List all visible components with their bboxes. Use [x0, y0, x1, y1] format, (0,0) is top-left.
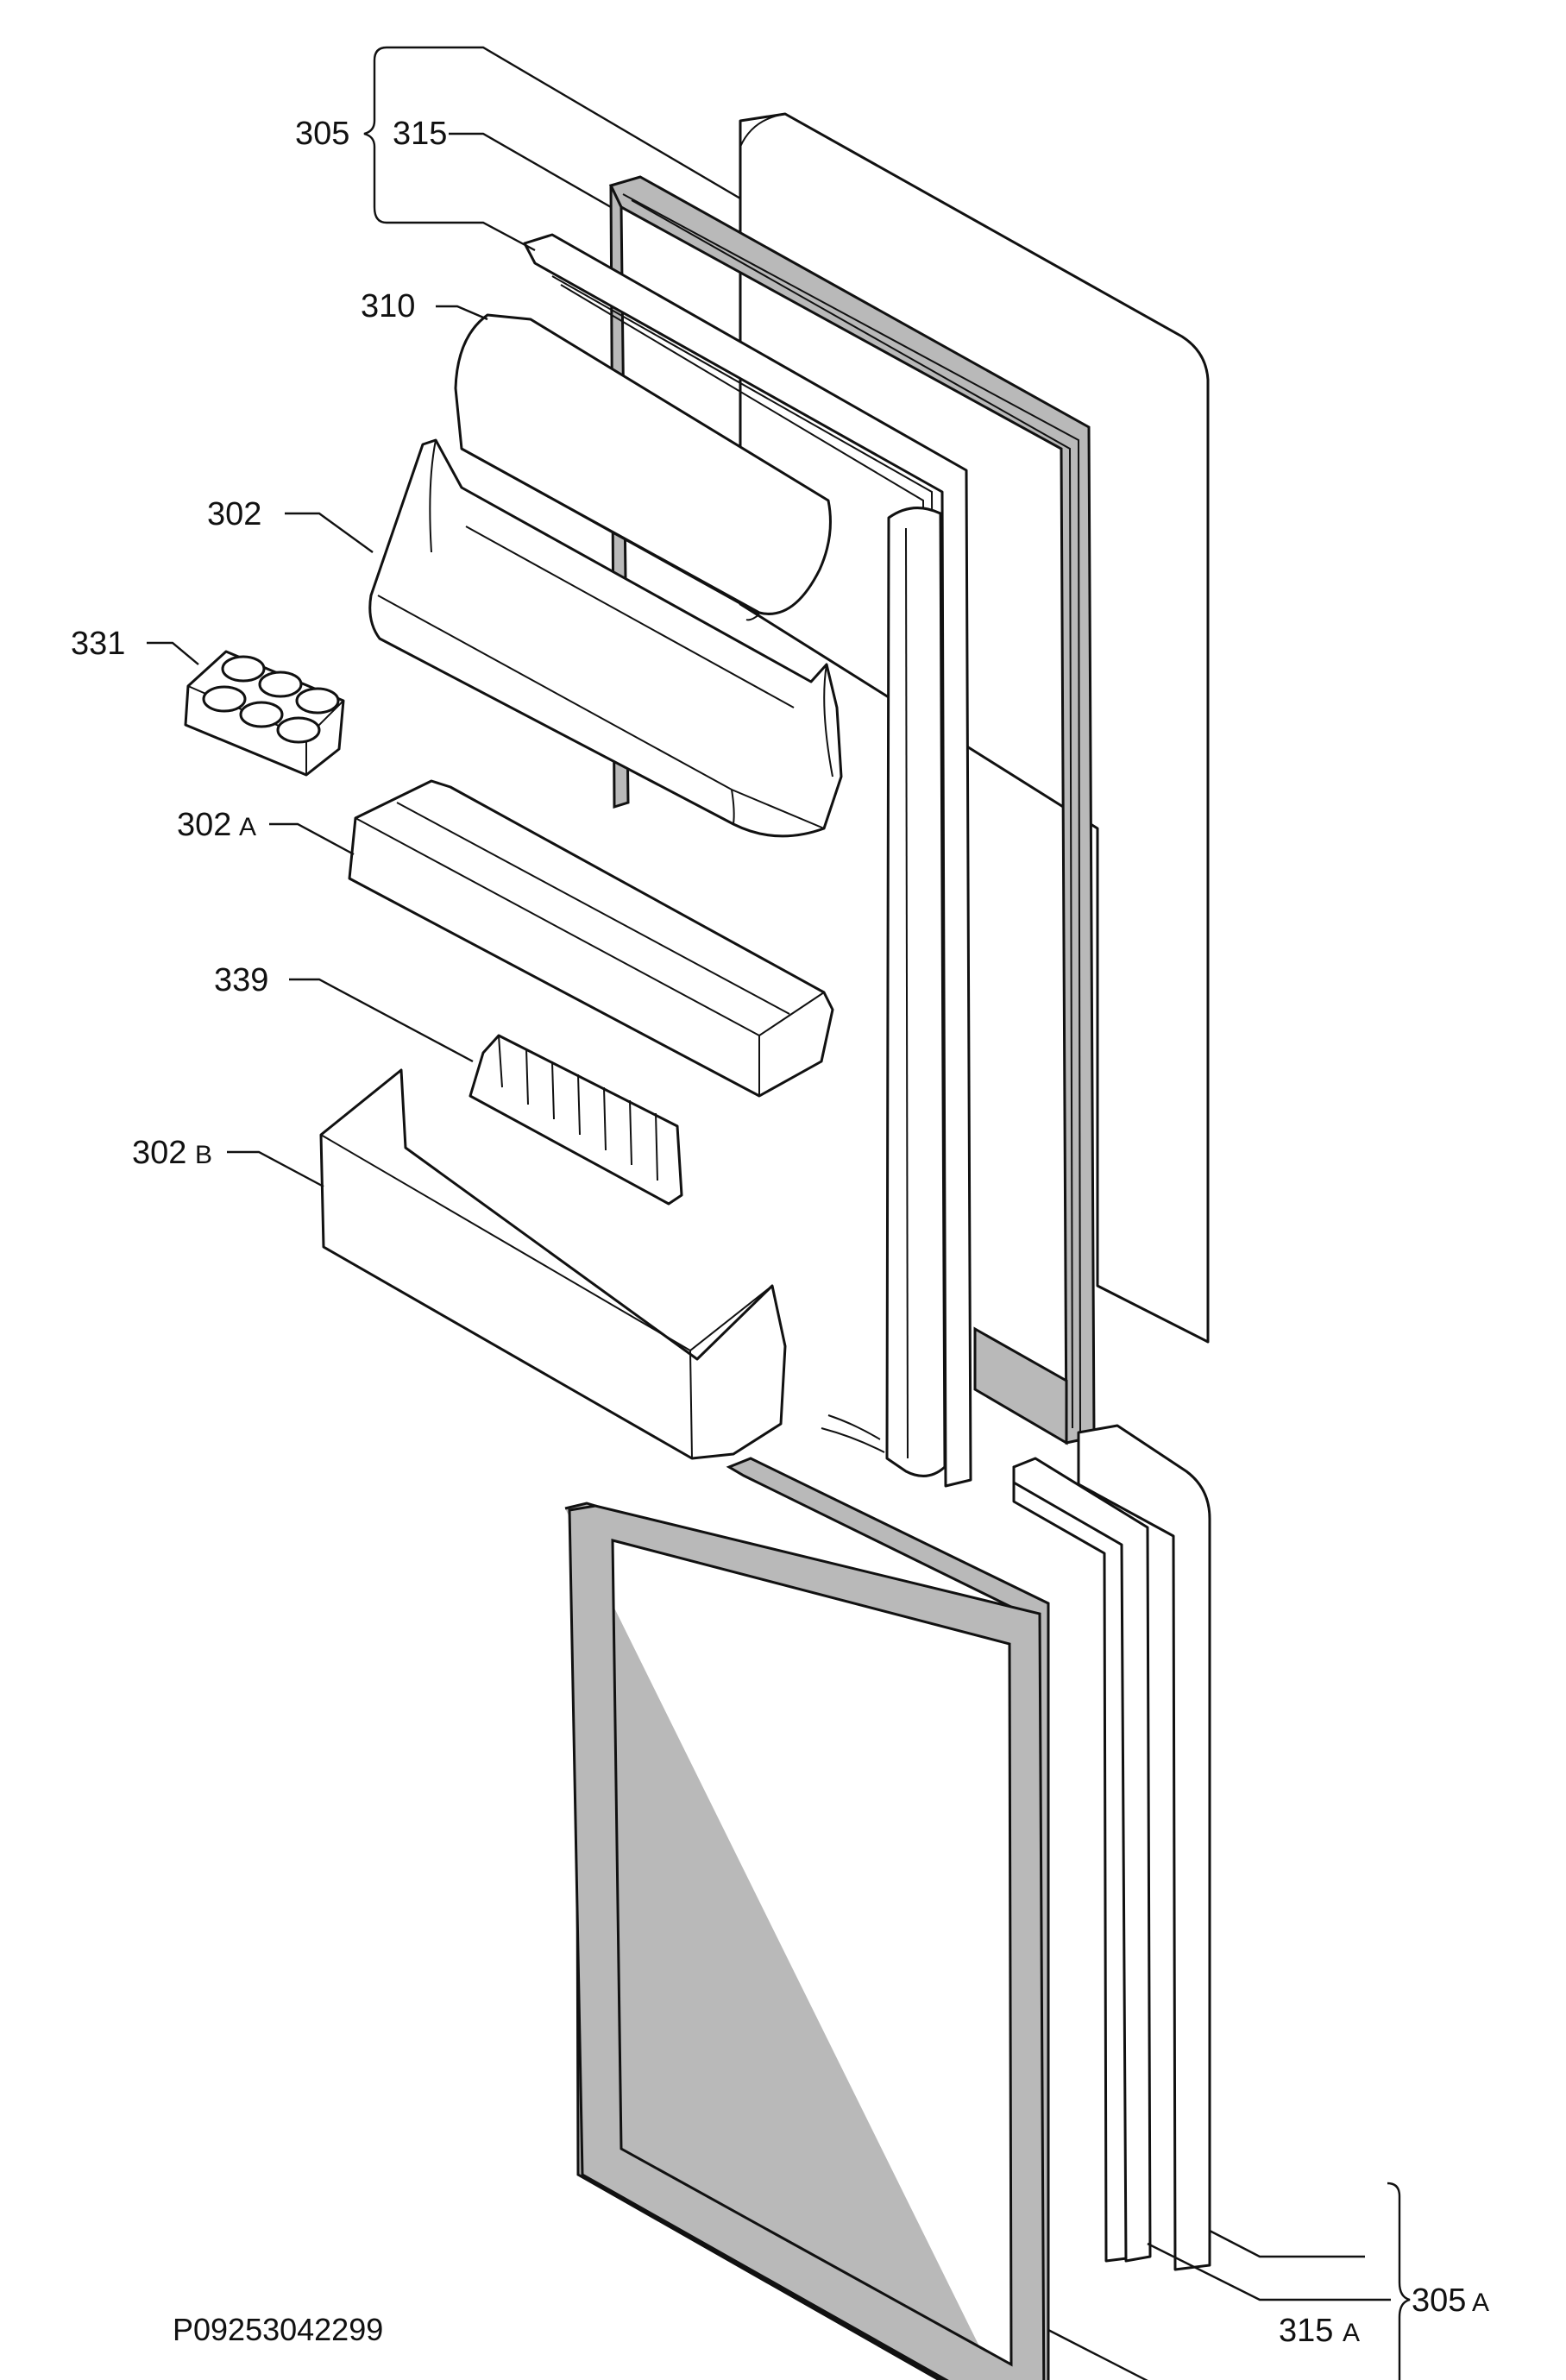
leader-lines: [147, 46, 1411, 2380]
callout-315a-suffix: A: [1343, 2319, 1360, 2347]
bottle-divider: [469, 1034, 683, 1206]
callout-305: 305: [295, 116, 349, 152]
dairy-compartment-cover: [454, 313, 832, 621]
callout-305a-number: 305: [1412, 2282, 1466, 2319]
callout-305a-suffix: A: [1472, 2289, 1489, 2317]
lower-door-liner: [1012, 1457, 1152, 2263]
callout-315a-number: 315: [1279, 2313, 1333, 2349]
egg-tray: [184, 650, 345, 777]
callout-339: 339: [214, 962, 268, 998]
callout-302b-number: 302: [132, 1135, 186, 1171]
door-shelf-302b: [319, 1068, 787, 1460]
door-shelf-302: [368, 438, 843, 838]
lower-door-gasket: [564, 1457, 1050, 2380]
callout-315: 315: [393, 116, 447, 152]
callout-302a-number: 302: [177, 807, 231, 843]
drawing-reference: P09253042299: [173, 2312, 383, 2347]
callout-302a-suffix: A: [239, 813, 256, 841]
callout-310: 310: [361, 288, 415, 324]
door-wire: [821, 1414, 885, 1453]
callout-331: 331: [71, 626, 125, 662]
callout-302b-suffix: B: [195, 1141, 212, 1169]
door-shelf-302a: [348, 779, 834, 1098]
callout-302: 302: [207, 496, 261, 532]
upper-door-liner: [523, 233, 972, 1488]
